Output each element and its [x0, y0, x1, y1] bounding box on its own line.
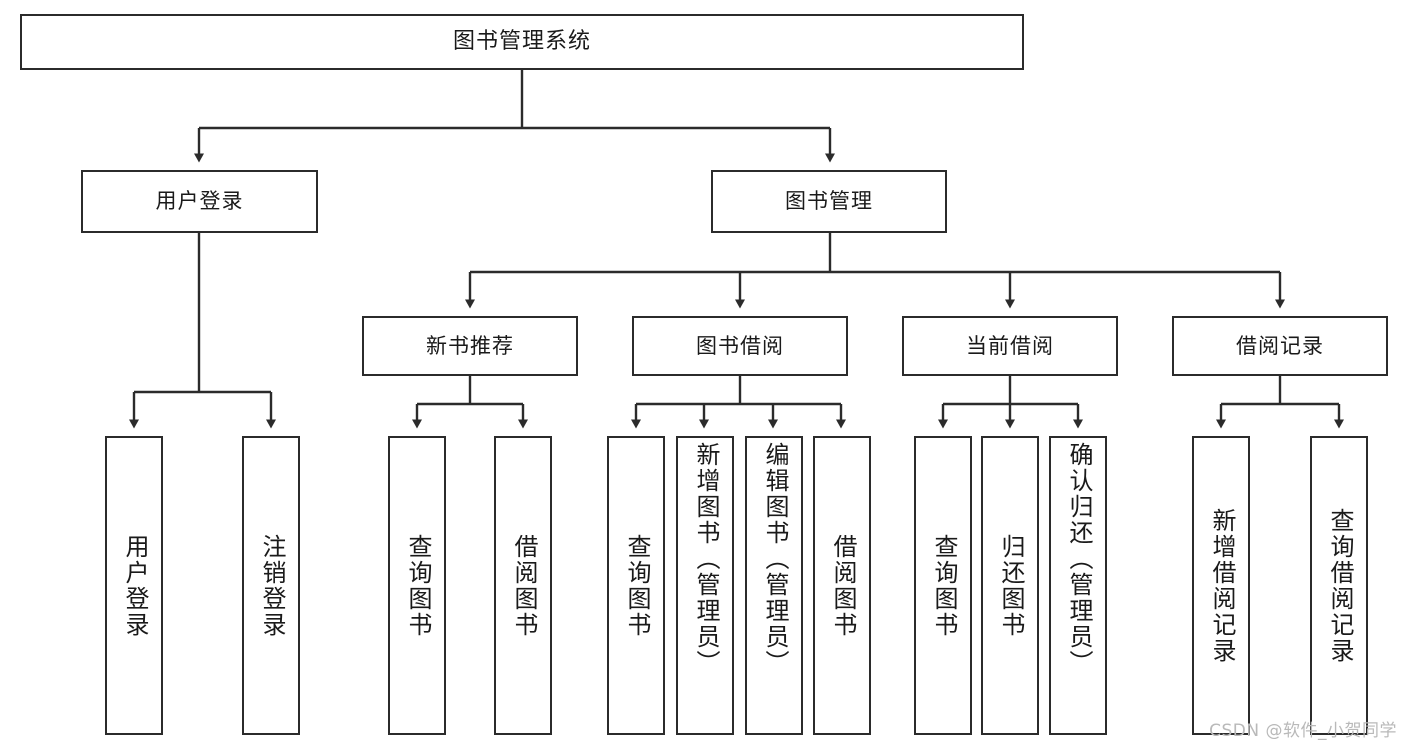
node-label: 借阅记录 [1236, 333, 1324, 358]
node-label: 新书推荐 [426, 333, 514, 358]
leaf-label: 归还图书 [996, 533, 1025, 638]
node-user-login[interactable]: 用户登录 [81, 170, 318, 233]
leaf-borrow-record-add-record[interactable]: 新增借阅记录 [1192, 436, 1250, 735]
leaf-label: 查询借阅记录 [1325, 507, 1354, 664]
leaf-current-borrow-query-book[interactable]: 查询图书 [914, 436, 972, 735]
leaf-label: 新增借阅记录 [1207, 507, 1236, 664]
node-book-management[interactable]: 图书管理 [711, 170, 947, 233]
leaf-book-borrow-edit-book-admin[interactable]: 编辑图书（管理员） [745, 436, 803, 735]
leaf-new-book-borrow-book[interactable]: 借阅图书 [494, 436, 552, 735]
node-label: 当前借阅 [966, 333, 1054, 358]
node-label: 图书借阅 [696, 333, 784, 358]
leaf-current-borrow-return-book[interactable]: 归还图书 [981, 436, 1039, 735]
node-label: 图书管理 [785, 189, 873, 214]
leaf-label: 借阅图书 [509, 533, 538, 638]
leaf-new-book-query-book[interactable]: 查询图书 [388, 436, 446, 735]
node-current-borrow[interactable]: 当前借阅 [902, 316, 1118, 376]
leaf-current-borrow-confirm-return-admin[interactable]: 确认归还（管理员） [1049, 436, 1107, 735]
node-borrow-record[interactable]: 借阅记录 [1172, 316, 1388, 376]
leaf-borrow-record-query-record[interactable]: 查询借阅记录 [1310, 436, 1368, 735]
node-label: 图书管理系统 [452, 29, 591, 55]
node-root-book-management-system[interactable]: 图书管理系统 [20, 14, 1024, 70]
leaf-label: 新增图书（管理员） [691, 442, 720, 676]
node-new-book-recommend[interactable]: 新书推荐 [362, 316, 578, 376]
leaf-label: 借阅图书 [828, 533, 857, 638]
leaf-user-login-login[interactable]: 用户登录 [105, 436, 163, 735]
leaf-label: 查询图书 [929, 533, 958, 638]
leaf-label: 注销登录 [257, 533, 286, 638]
node-book-borrow[interactable]: 图书借阅 [632, 316, 848, 376]
leaf-user-login-logout[interactable]: 注销登录 [242, 436, 300, 735]
leaf-label: 查询图书 [622, 533, 651, 638]
leaf-label: 确认归还（管理员） [1064, 442, 1093, 676]
leaf-book-borrow-query-book[interactable]: 查询图书 [607, 436, 665, 735]
leaf-book-borrow-add-book-admin[interactable]: 新增图书（管理员） [676, 436, 734, 735]
node-label: 用户登录 [155, 189, 244, 214]
leaf-label: 用户登录 [120, 533, 149, 638]
leaf-label: 编辑图书（管理员） [760, 442, 789, 676]
leaf-book-borrow-borrow-book[interactable]: 借阅图书 [813, 436, 871, 735]
watermark-text: CSDN @软件_小贺同学 [1209, 721, 1397, 741]
leaf-label: 查询图书 [403, 533, 432, 638]
